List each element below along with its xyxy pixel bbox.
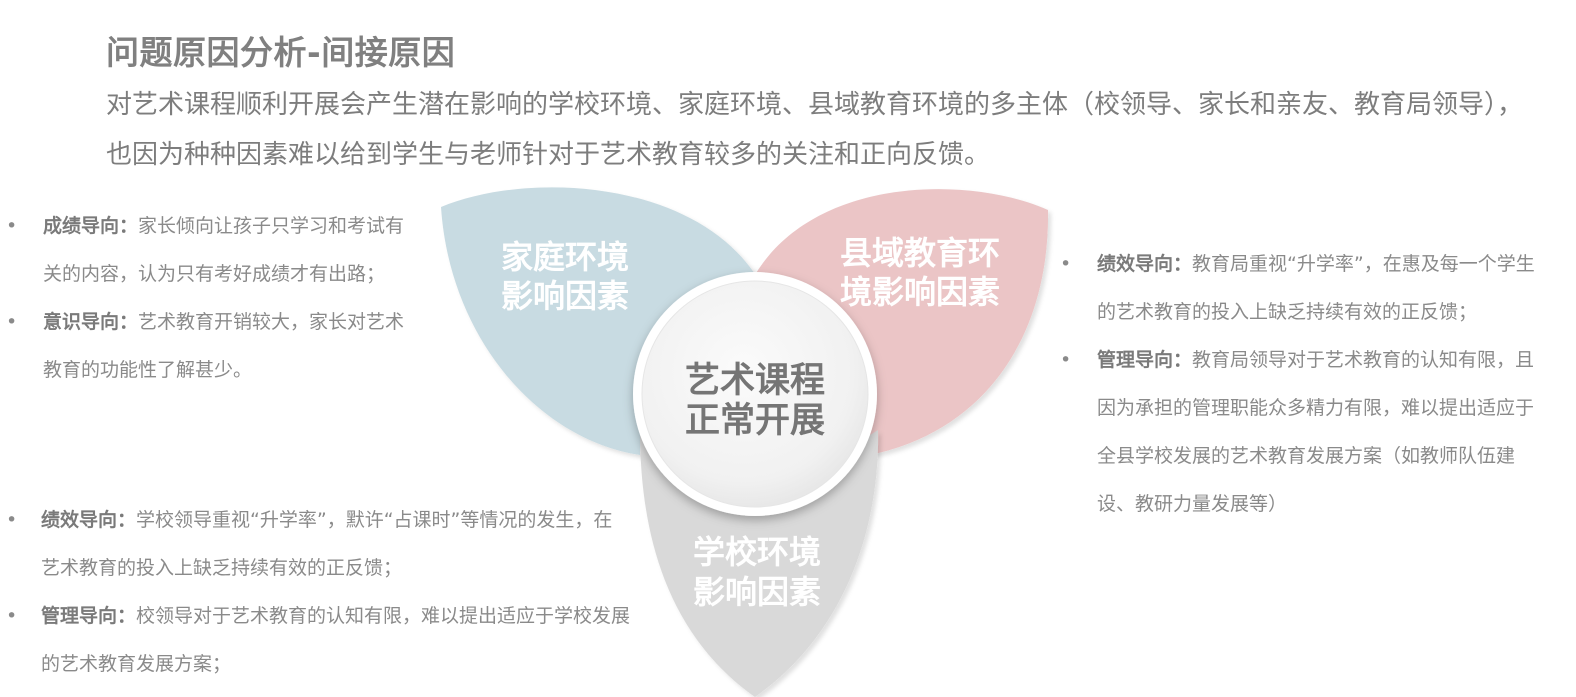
- point-text: 家长倾向让孩子只学习和考试有关的内容，认为只有考好成绩才有出路；: [43, 215, 405, 285]
- page-subtitle: 对艺术课程顺利开展会产生潜在影响的学校环境、家庭环境、县域教育环境的多主体（校领…: [106, 90, 1524, 170]
- bullet-dot: •: [1060, 253, 1072, 275]
- county-point-1: • 绩效导向：教育局重视“升学率”，在惠及每一个学生的艺术教育的投入上缺乏持续有…: [1060, 240, 1542, 336]
- point-keyword: 管理导向：: [1097, 349, 1193, 371]
- county-petal: [752, 189, 1049, 456]
- family-petal-label-line-1: 家庭环境: [501, 238, 629, 276]
- bullet-dot: •: [1060, 349, 1072, 371]
- center-label-line-1: 艺术课程: [685, 361, 825, 401]
- school-petal-label-line-2: 影响因素: [693, 573, 821, 611]
- point-keyword: 成绩导向：: [43, 215, 139, 237]
- family-petal-label-line-2: 影响因素: [501, 277, 629, 315]
- point-keyword: 绩效导向：: [41, 509, 137, 531]
- school-petal-label-line-1: 学校环境: [693, 533, 821, 571]
- family-factor-list: • 成绩导向：家长倾向让孩子只学习和考试有关的内容，认为只有考好成绩才有出路； …: [6, 202, 415, 394]
- center-label-line-2: 正常开展: [685, 401, 825, 441]
- point-text: 教育局领导对于艺术教育的认知有限，且因为承担的管理职能众多精力有限，难以提出适应…: [1097, 349, 1535, 515]
- school-factor-list: • 绩效导向：学校领导重视“升学率”，默许“占课时”等情况的发生，在艺术教育的投…: [6, 496, 631, 688]
- center-circle: [641, 280, 869, 508]
- point-keyword: 管理导向：: [41, 605, 137, 627]
- school-point-1: • 绩效导向：学校领导重视“升学率”，默许“占课时”等情况的发生，在艺术教育的投…: [6, 496, 631, 592]
- page-title: 问题原因分析-间接原因: [106, 33, 456, 72]
- bullet-dot: •: [6, 215, 18, 237]
- bullet-dot: •: [6, 509, 18, 531]
- point-text: 艺术教育开销较大，家长对艺术教育的功能性了解甚少。: [43, 311, 405, 381]
- county-point-2: • 管理导向：教育局领导对于艺术教育的认知有限，且因为承担的管理职能众多精力有限…: [1060, 336, 1542, 528]
- family-point-1: • 成绩导向：家长倾向让孩子只学习和考试有关的内容，认为只有考好成绩才有出路；: [6, 202, 415, 298]
- county-petal-label-line-2: 境影响因素: [840, 273, 1000, 311]
- point-keyword: 绩效导向：: [1097, 253, 1193, 275]
- county-factor-list: • 绩效导向：教育局重视“升学率”，在惠及每一个学生的艺术教育的投入上缺乏持续有…: [1060, 240, 1542, 528]
- family-petal: [441, 187, 760, 455]
- point-text: 教育局重视“升学率”，在惠及每一个学生的艺术教育的投入上缺乏持续有效的正反馈；: [1097, 253, 1535, 323]
- bullet-dot: •: [6, 605, 18, 627]
- family-point-2: • 意识导向：艺术教育开销较大，家长对艺术教育的功能性了解甚少。: [6, 298, 415, 394]
- school-point-2: • 管理导向：校领导对于艺术教育的认知有限，难以提出适应于学校发展的艺术教育发展…: [6, 592, 631, 688]
- county-petal-label-line-1: 县域教育环: [840, 234, 1000, 272]
- point-keyword: 意识导向：: [43, 311, 139, 333]
- point-text: 学校领导重视“升学率”，默许“占课时”等情况的发生，在艺术教育的投入上缺乏持续有…: [41, 509, 613, 579]
- point-text: 校领导对于艺术教育的认知有限，难以提出适应于学校发展的艺术教育发展方案；: [41, 605, 631, 675]
- bullet-dot: •: [6, 311, 18, 333]
